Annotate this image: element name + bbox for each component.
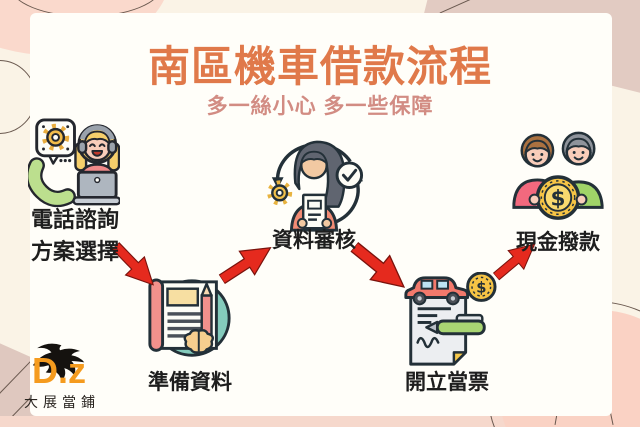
logo-company-name: 大展當鋪: [24, 396, 100, 411]
svg-text:$: $: [551, 186, 566, 211]
step-label-phone-consult: 電話諮詢 方案選擇: [31, 204, 119, 268]
page-subtitle: 多一絲小心 多一些保障: [206, 95, 434, 118]
step-label-cash-payout: 現金撥款: [516, 231, 600, 254]
flow-arrow-2: [218, 247, 272, 285]
flow-arrow-4: [492, 243, 536, 281]
flow-arrow-3: [349, 241, 406, 288]
customer-service-icon: [28, 118, 120, 208]
step-label-issue-ticket: 開立當票: [405, 371, 489, 394]
flow-arrow-1: [111, 241, 155, 286]
step-label-line2: 方案選擇: [31, 239, 120, 264]
eagle-icon: [32, 343, 85, 381]
svg-text:$: $: [476, 280, 486, 297]
company-logo: D.z 大展當鋪: [24, 334, 124, 412]
page-title: 南區機車借款流程: [147, 43, 492, 90]
people-coin-icon: $: [512, 131, 604, 220]
logo-monogram: D.z: [32, 350, 86, 391]
step-label-review: 資料審核: [272, 229, 356, 252]
reviewer-check-icon: [267, 140, 364, 232]
documents-pencil-icon: [148, 278, 231, 357]
step-label-prepare-docs: 準備資料: [148, 371, 232, 394]
contract-car-coin-icon: $: [404, 272, 497, 366]
step-label-line1: 電話諮詢: [31, 207, 120, 232]
decor-strip-bottom: [0, 416, 640, 427]
